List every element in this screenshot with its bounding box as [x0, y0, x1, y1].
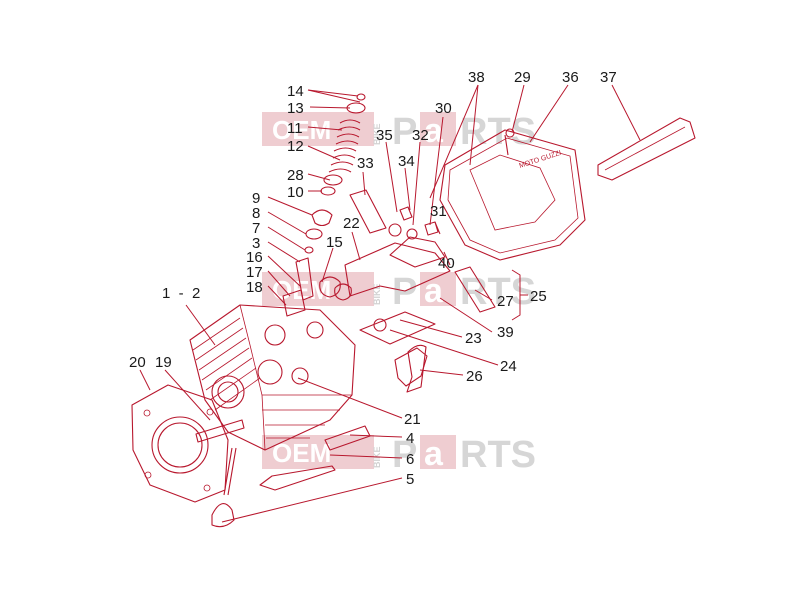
- breather-pipe: [597, 117, 696, 181]
- watermark-bike-text: BIKE: [372, 123, 382, 145]
- callout-16: 16: [246, 249, 263, 266]
- callout-35: 35: [376, 127, 393, 144]
- callout-12: 12: [287, 138, 304, 155]
- callout-29: 29: [514, 69, 531, 86]
- callout-28: 28: [287, 167, 304, 184]
- callout-39: 39: [497, 324, 514, 341]
- watermark-rts-text: RTS: [460, 434, 536, 476]
- callout-18: 18: [246, 279, 263, 296]
- rocker-assembly: [319, 189, 496, 393]
- callout-8: 8: [252, 205, 260, 222]
- callout-27: 27: [497, 293, 514, 310]
- callout-6: 6: [406, 451, 414, 468]
- callout-5: 5: [406, 471, 414, 488]
- watermark-rts-text: RTS: [460, 111, 536, 153]
- callout-1-2: 1 - 2: [162, 285, 200, 302]
- watermark-a-text: a: [424, 112, 444, 150]
- callout-37: 37: [600, 69, 617, 86]
- callout-24: 24: [500, 358, 517, 375]
- head-gasket: [131, 384, 229, 503]
- callout-14: 14: [287, 83, 304, 100]
- stud-19: [195, 419, 245, 443]
- watermark-middle: OEM BIKE P a RTS: [262, 271, 536, 313]
- callout-3: 3: [252, 235, 260, 252]
- callout-4: 4: [406, 430, 414, 447]
- callout-32: 32: [412, 127, 429, 144]
- watermark-p-text: P: [392, 434, 417, 476]
- callout-11: 11: [287, 120, 303, 137]
- leader-lines: [139, 84, 641, 523]
- callout-labels: 14 13 11 12 28 10 9 8 7 3 16 17 18 15 1 …: [129, 69, 617, 488]
- watermark-oem-text: OEM: [272, 115, 331, 145]
- callout-23: 23: [465, 330, 482, 347]
- callout-15: 15: [326, 234, 343, 251]
- callout-9: 9: [252, 190, 260, 207]
- watermark-top: OEM BIKE P a RTS: [262, 111, 536, 153]
- bracket-26: [394, 347, 428, 387]
- watermark-oem-text: OEM: [272, 438, 331, 468]
- watermark-bottom: OEM BIKE P a RTS: [262, 434, 536, 476]
- watermark-p-text: P: [392, 111, 417, 153]
- callout-7: 7: [252, 220, 260, 237]
- callout-13: 13: [287, 100, 304, 117]
- callout-33: 33: [357, 155, 374, 172]
- watermark-a-text: a: [424, 435, 444, 473]
- callout-30: 30: [435, 100, 452, 117]
- callout-40: 40: [438, 255, 455, 272]
- watermark-p-text: P: [392, 271, 417, 313]
- watermark-bike-text: BIKE: [372, 283, 382, 305]
- watermark-a-text: a: [424, 272, 444, 310]
- callout-36: 36: [562, 69, 579, 86]
- callout-31: 31: [430, 203, 447, 220]
- callout-25: 25: [530, 288, 547, 305]
- callout-26: 26: [466, 368, 483, 385]
- callout-19: 19: [155, 354, 172, 371]
- callout-21: 21: [404, 411, 421, 428]
- cylinder-head: [189, 257, 356, 451]
- callout-38: 38: [468, 69, 485, 86]
- callout-10: 10: [287, 184, 304, 201]
- callout-22: 22: [343, 215, 360, 232]
- callout-20: 20: [129, 354, 146, 371]
- callout-17: 17: [246, 264, 263, 281]
- watermark-rts-text: RTS: [460, 271, 536, 313]
- callout-34: 34: [398, 153, 415, 170]
